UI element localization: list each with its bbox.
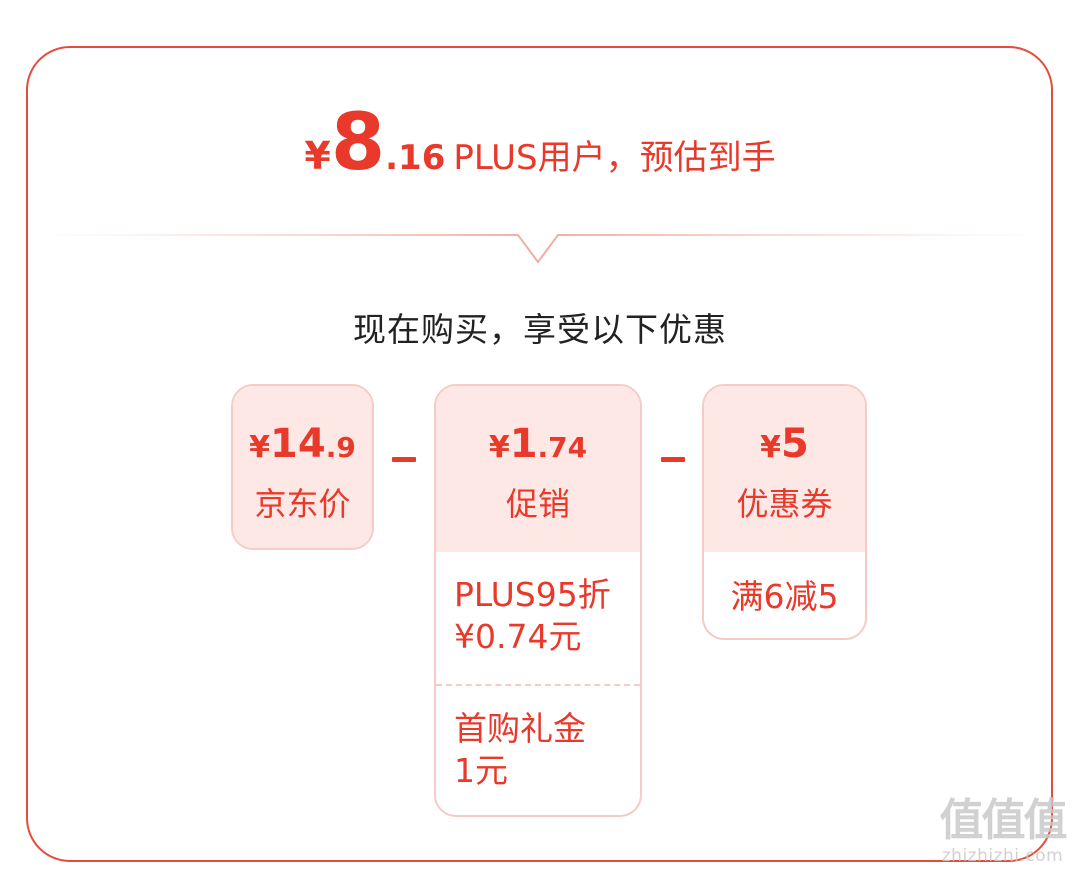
coupon-card: ¥5 优惠券 满6减5 <box>702 384 867 640</box>
promotion-value: ¥1.74 <box>436 424 640 464</box>
coupon-value: ¥5 <box>704 424 865 464</box>
jd-price-card: ¥14.9 京东价 <box>231 384 374 550</box>
promotion-detail-line1: 首购礼金 <box>454 709 586 748</box>
coupon-label: 优惠券 <box>736 485 833 523</box>
promotion-detail-plus-discount: PLUS95折 ¥0.74元 <box>436 552 640 684</box>
promotion-card-header: ¥1.74 促销 <box>436 386 640 552</box>
promotion-integer: 1 <box>509 421 538 467</box>
jd-price-value: ¥14.9 <box>233 424 372 464</box>
promotion-detail-line2: 1元 <box>454 750 508 790</box>
promotion-decimal: .74 <box>537 431 588 464</box>
coupon-detail: 满6减5 <box>704 552 865 618</box>
promotion-card: ¥1.74 促销 PLUS95折 ¥0.74元 首购礼金 1元 <box>434 384 642 817</box>
watermark-domain: zhizhizhi.com <box>941 846 1064 866</box>
jd-price-integer: 14 <box>270 421 326 467</box>
headline-price-integer: 8 <box>330 98 386 188</box>
jd-price-card-header: ¥14.9 京东价 <box>233 386 372 548</box>
jd-price-label: 京东价 <box>254 485 351 523</box>
jd-price-currency: ¥ <box>249 430 271 465</box>
subtitle: 现在购买，享受以下优惠 <box>353 310 727 349</box>
watermark-logo-text: 值值值 <box>939 795 1068 846</box>
coupon-detail-line1: 满6减5 <box>730 577 839 616</box>
jd-price-decimal: .9 <box>325 431 356 464</box>
headline-price-decimal: .16 <box>385 138 446 178</box>
promotion-label: 促销 <box>505 485 570 523</box>
promotion-detail-line2: ¥0.74元 <box>454 616 582 656</box>
promotion-currency: ¥ <box>488 430 510 465</box>
promotion-detail-first-purchase: 首购礼金 1元 <box>436 684 640 792</box>
coupon-currency: ¥ <box>760 430 782 465</box>
coupon-card-header: ¥5 优惠券 <box>704 386 865 552</box>
coupon-integer: 5 <box>781 421 809 467</box>
minus-sign <box>661 457 685 462</box>
promotion-detail-line1: PLUS95折 <box>454 575 611 614</box>
divider-with-pointer <box>40 234 1040 264</box>
headline-text: PLUS用户，预估到手 <box>453 138 776 178</box>
minus-sign <box>392 457 416 462</box>
headline-currency: ¥ <box>304 134 331 178</box>
site-watermark: 值值值 zhizhizhi.com <box>930 796 1075 876</box>
